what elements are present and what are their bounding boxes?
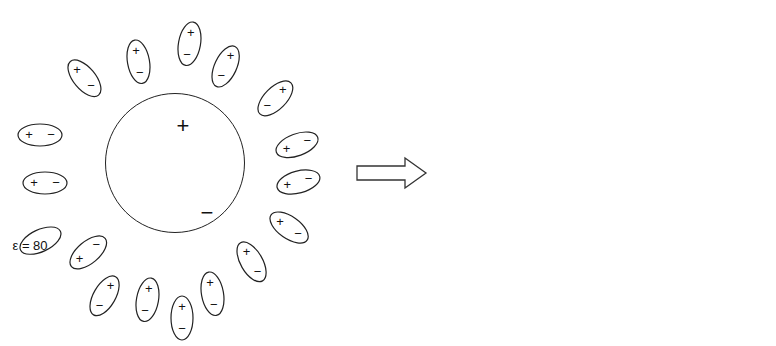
negative-end: − — [93, 238, 101, 251]
negative-end: − — [96, 298, 104, 311]
positive-end: + — [30, 176, 38, 189]
negative-end: − — [263, 99, 271, 112]
negative-charge: − — [201, 202, 214, 224]
ellipse-outline — [66, 58, 103, 99]
dipole-ellipse: +− — [21, 170, 69, 196]
ellipse-outline — [88, 274, 121, 318]
positive-end: + — [107, 279, 115, 292]
positive-end: + — [145, 282, 153, 295]
dipole-ellipse: +− — [268, 210, 310, 245]
dipole-ellipse: +− — [125, 38, 152, 85]
dipole-ellipse: +− — [169, 294, 195, 342]
negative-end: − — [87, 79, 95, 92]
positive-end: + — [227, 49, 235, 62]
positive-charge: + — [177, 115, 190, 137]
negative-end: − — [52, 176, 60, 189]
ellipse-outline — [268, 210, 310, 245]
dipole-ellipse: +− — [88, 274, 121, 318]
ellipse-shape — [66, 58, 103, 99]
negative-end: − — [305, 172, 313, 185]
positive-end: + — [284, 178, 292, 191]
ion-circle: +− — [105, 93, 245, 233]
ellipse-shape — [235, 240, 268, 284]
hollow-arrow — [357, 158, 426, 188]
ellipse-shape — [268, 210, 310, 245]
ellipse-shape — [23, 172, 67, 194]
negative-end: − — [136, 66, 144, 79]
ellipse-outline — [275, 168, 322, 196]
positive-end: + — [187, 26, 195, 39]
positive-end: + — [206, 276, 214, 289]
ellipse-outline — [235, 240, 268, 284]
dipole-ellipse: +− — [134, 276, 161, 323]
ellipse-shape — [18, 124, 62, 146]
negative-end: − — [210, 298, 218, 311]
negative-end: − — [178, 322, 186, 335]
dipole-ellipse: +− — [275, 168, 322, 196]
ellipse-shape — [256, 79, 295, 118]
ellipse-shape — [275, 168, 322, 196]
ellipse-shape — [68, 234, 109, 271]
positive-end: + — [178, 300, 186, 313]
positive-end: + — [76, 252, 84, 265]
dipole-ellipse: +− — [66, 58, 103, 99]
dipole-ellipse: +− — [16, 122, 64, 148]
ellipse-shape — [171, 296, 193, 340]
positive-end: + — [132, 44, 140, 57]
ellipse-shape — [134, 276, 161, 323]
positive-end: + — [283, 142, 291, 155]
negative-end: − — [218, 69, 226, 82]
ellipse-shape — [274, 130, 320, 160]
negative-end: − — [183, 48, 191, 61]
ellipse-outline — [16, 122, 64, 148]
dipole-ellipse: +− — [210, 44, 241, 89]
negative-end: − — [141, 304, 149, 317]
dipole-ellipse: ε = 80 — [18, 225, 63, 256]
dipole-ellipse: +− — [176, 20, 203, 67]
negative-end: − — [254, 264, 262, 277]
ellipse-shape — [176, 20, 203, 67]
ellipse-shape — [210, 44, 241, 89]
dipole-ellipse: +− — [68, 234, 109, 271]
dipole-ellipse: +− — [199, 270, 226, 317]
negative-end: − — [294, 227, 302, 240]
ellipse-outline — [68, 234, 109, 271]
ellipse-shape — [199, 270, 226, 317]
ellipse-outline — [210, 44, 241, 89]
positive-end: + — [279, 83, 287, 96]
positive-end: + — [276, 215, 284, 228]
positive-end: + — [25, 128, 33, 141]
negative-end: − — [47, 128, 55, 141]
ellipse-outline — [274, 130, 320, 160]
dipole-ellipse: +− — [235, 240, 268, 284]
positive-end: + — [73, 62, 81, 75]
positive-end: ε = 80 — [12, 238, 47, 251]
positive-end: + — [243, 245, 251, 258]
dipole-ellipse: +− — [256, 79, 295, 118]
ellipse-outline — [256, 79, 295, 118]
ellipse-shape — [88, 274, 121, 318]
ellipse-outline — [21, 170, 69, 196]
ellipse-shape — [125, 38, 152, 85]
negative-end: − — [304, 134, 312, 147]
dipole-ellipse: +− — [274, 130, 320, 160]
